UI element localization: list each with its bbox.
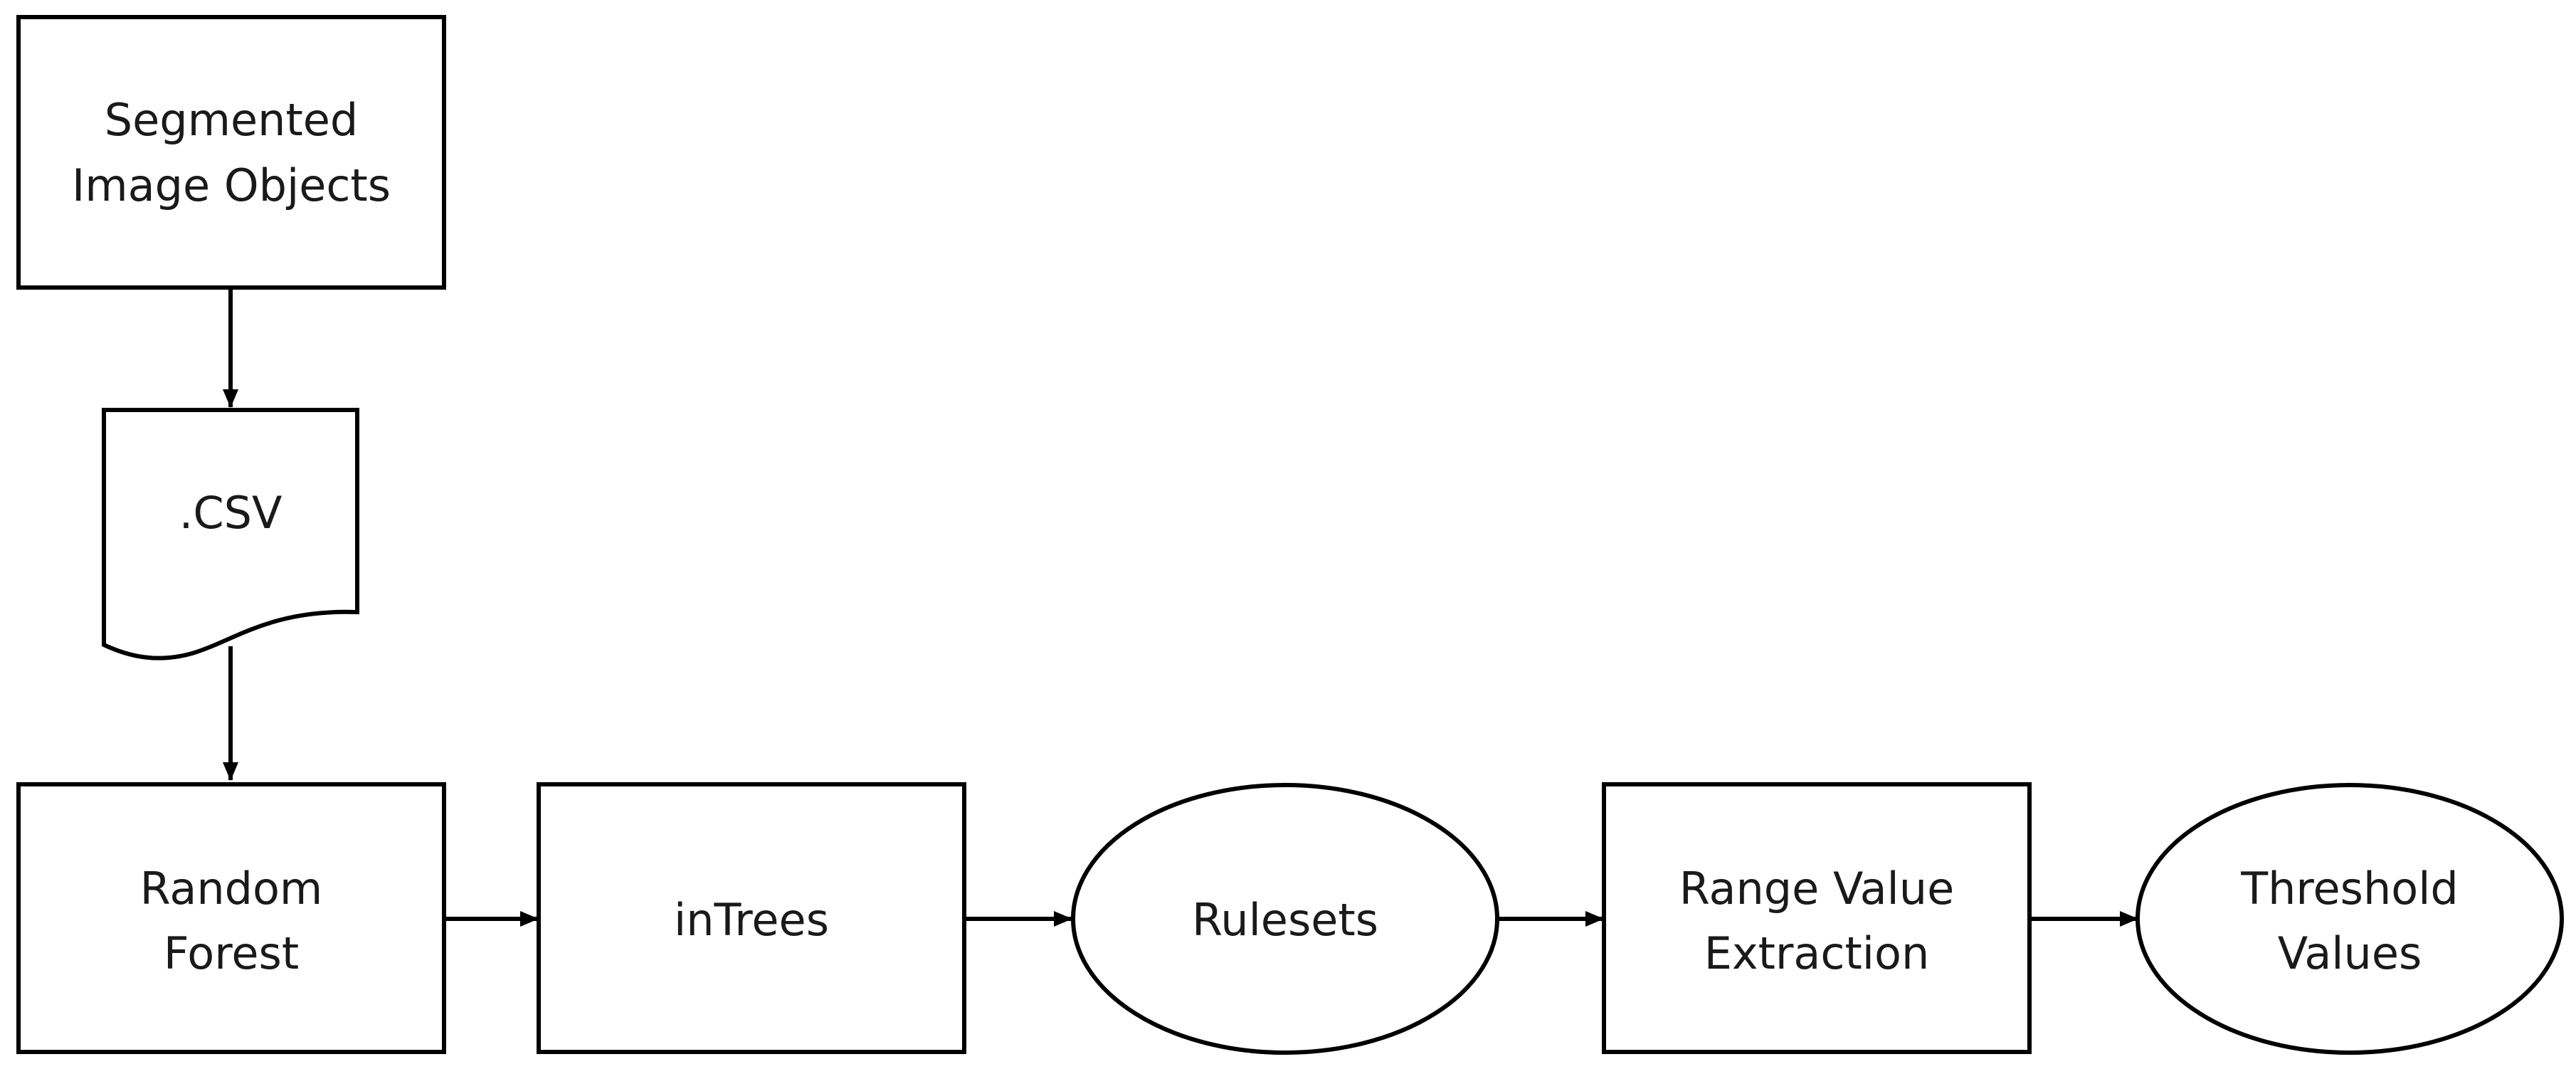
node-label: .CSV: [179, 487, 283, 539]
node-range-value-extraction: Range Value Extraction: [1602, 782, 2032, 1054]
process-box: [537, 782, 966, 1054]
node-label-line2: Image Objects: [72, 159, 391, 211]
document-shape: [102, 408, 359, 660]
node-label-line1: Segmented: [105, 94, 359, 146]
node-label-line2: Extraction: [1704, 927, 1930, 979]
node-label-line1: Random: [140, 863, 323, 915]
node-segmented-image-objects: Segmented Image Objects: [16, 15, 446, 290]
edges: [223, 288, 2138, 927]
node-label: inTrees: [674, 894, 829, 946]
node-random-forest: Random Forest: [16, 782, 446, 1054]
node-label-line1: Range Value: [1679, 863, 1954, 915]
node-label-line1: Threshold: [2240, 863, 2459, 915]
process-box: [16, 15, 446, 290]
process-box: [1602, 782, 2032, 1054]
process-box: [16, 782, 446, 1054]
node-label-line2: Values: [2278, 927, 2422, 979]
node-rulesets: Rulesets: [1071, 783, 1499, 1055]
terminal-ellipse: [2136, 783, 2564, 1055]
terminal-ellipse: [1071, 783, 1499, 1055]
node-csv-document: .CSV: [102, 408, 359, 660]
node-intrees: inTrees: [537, 782, 966, 1054]
node-label: Rulesets: [1192, 894, 1378, 946]
node-threshold-values: Threshold Values: [2136, 783, 2564, 1055]
node-label-line2: Forest: [164, 927, 299, 979]
